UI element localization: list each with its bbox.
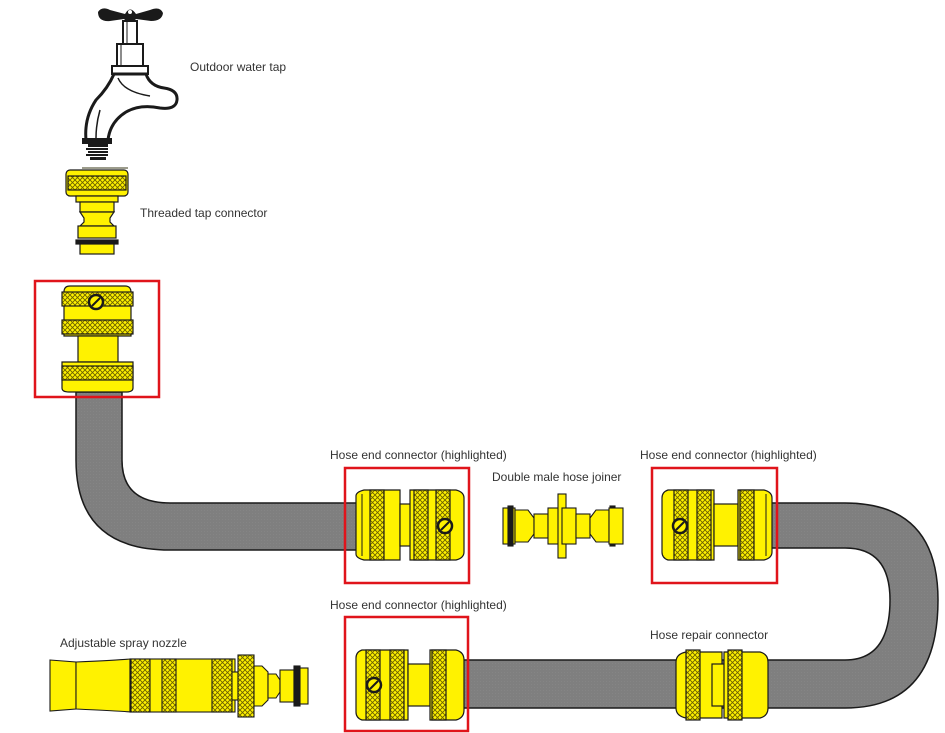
hose-connector-2[interactable]	[355, 489, 465, 561]
label-hose-connector-2: Hose end connector (highlighted)	[330, 448, 507, 462]
highlight-box-1	[33, 279, 161, 399]
hose-connector-4[interactable]	[355, 649, 465, 721]
spray-nozzle-icon	[49, 654, 309, 718]
hose-repair-icon	[675, 649, 769, 721]
hose-connector-1[interactable]	[61, 285, 134, 393]
hose-upper	[75, 391, 361, 551]
label-hose-connector-4: Hose end connector (highlighted)	[330, 598, 507, 612]
label-tap: Outdoor water tap	[190, 60, 287, 74]
label-hose-connector-3: Hose end connector (highlighted)	[640, 448, 817, 462]
highlight-box-2	[343, 466, 471, 585]
tap-connector-icon	[65, 169, 129, 255]
label-spray-nozzle: Adjustable spray nozzle	[60, 636, 187, 650]
joiner-icon	[502, 493, 624, 559]
label-joiner: Double male hose joiner	[492, 470, 622, 484]
hose-connector-3[interactable]	[661, 489, 773, 561]
tap-icon	[82, 8, 179, 169]
highlight-box-3	[650, 466, 779, 585]
label-hose-repair: Hose repair connector	[650, 628, 769, 642]
highlight-box-4	[343, 615, 470, 733]
label-tap-connector: Threaded tap connector	[140, 206, 268, 220]
